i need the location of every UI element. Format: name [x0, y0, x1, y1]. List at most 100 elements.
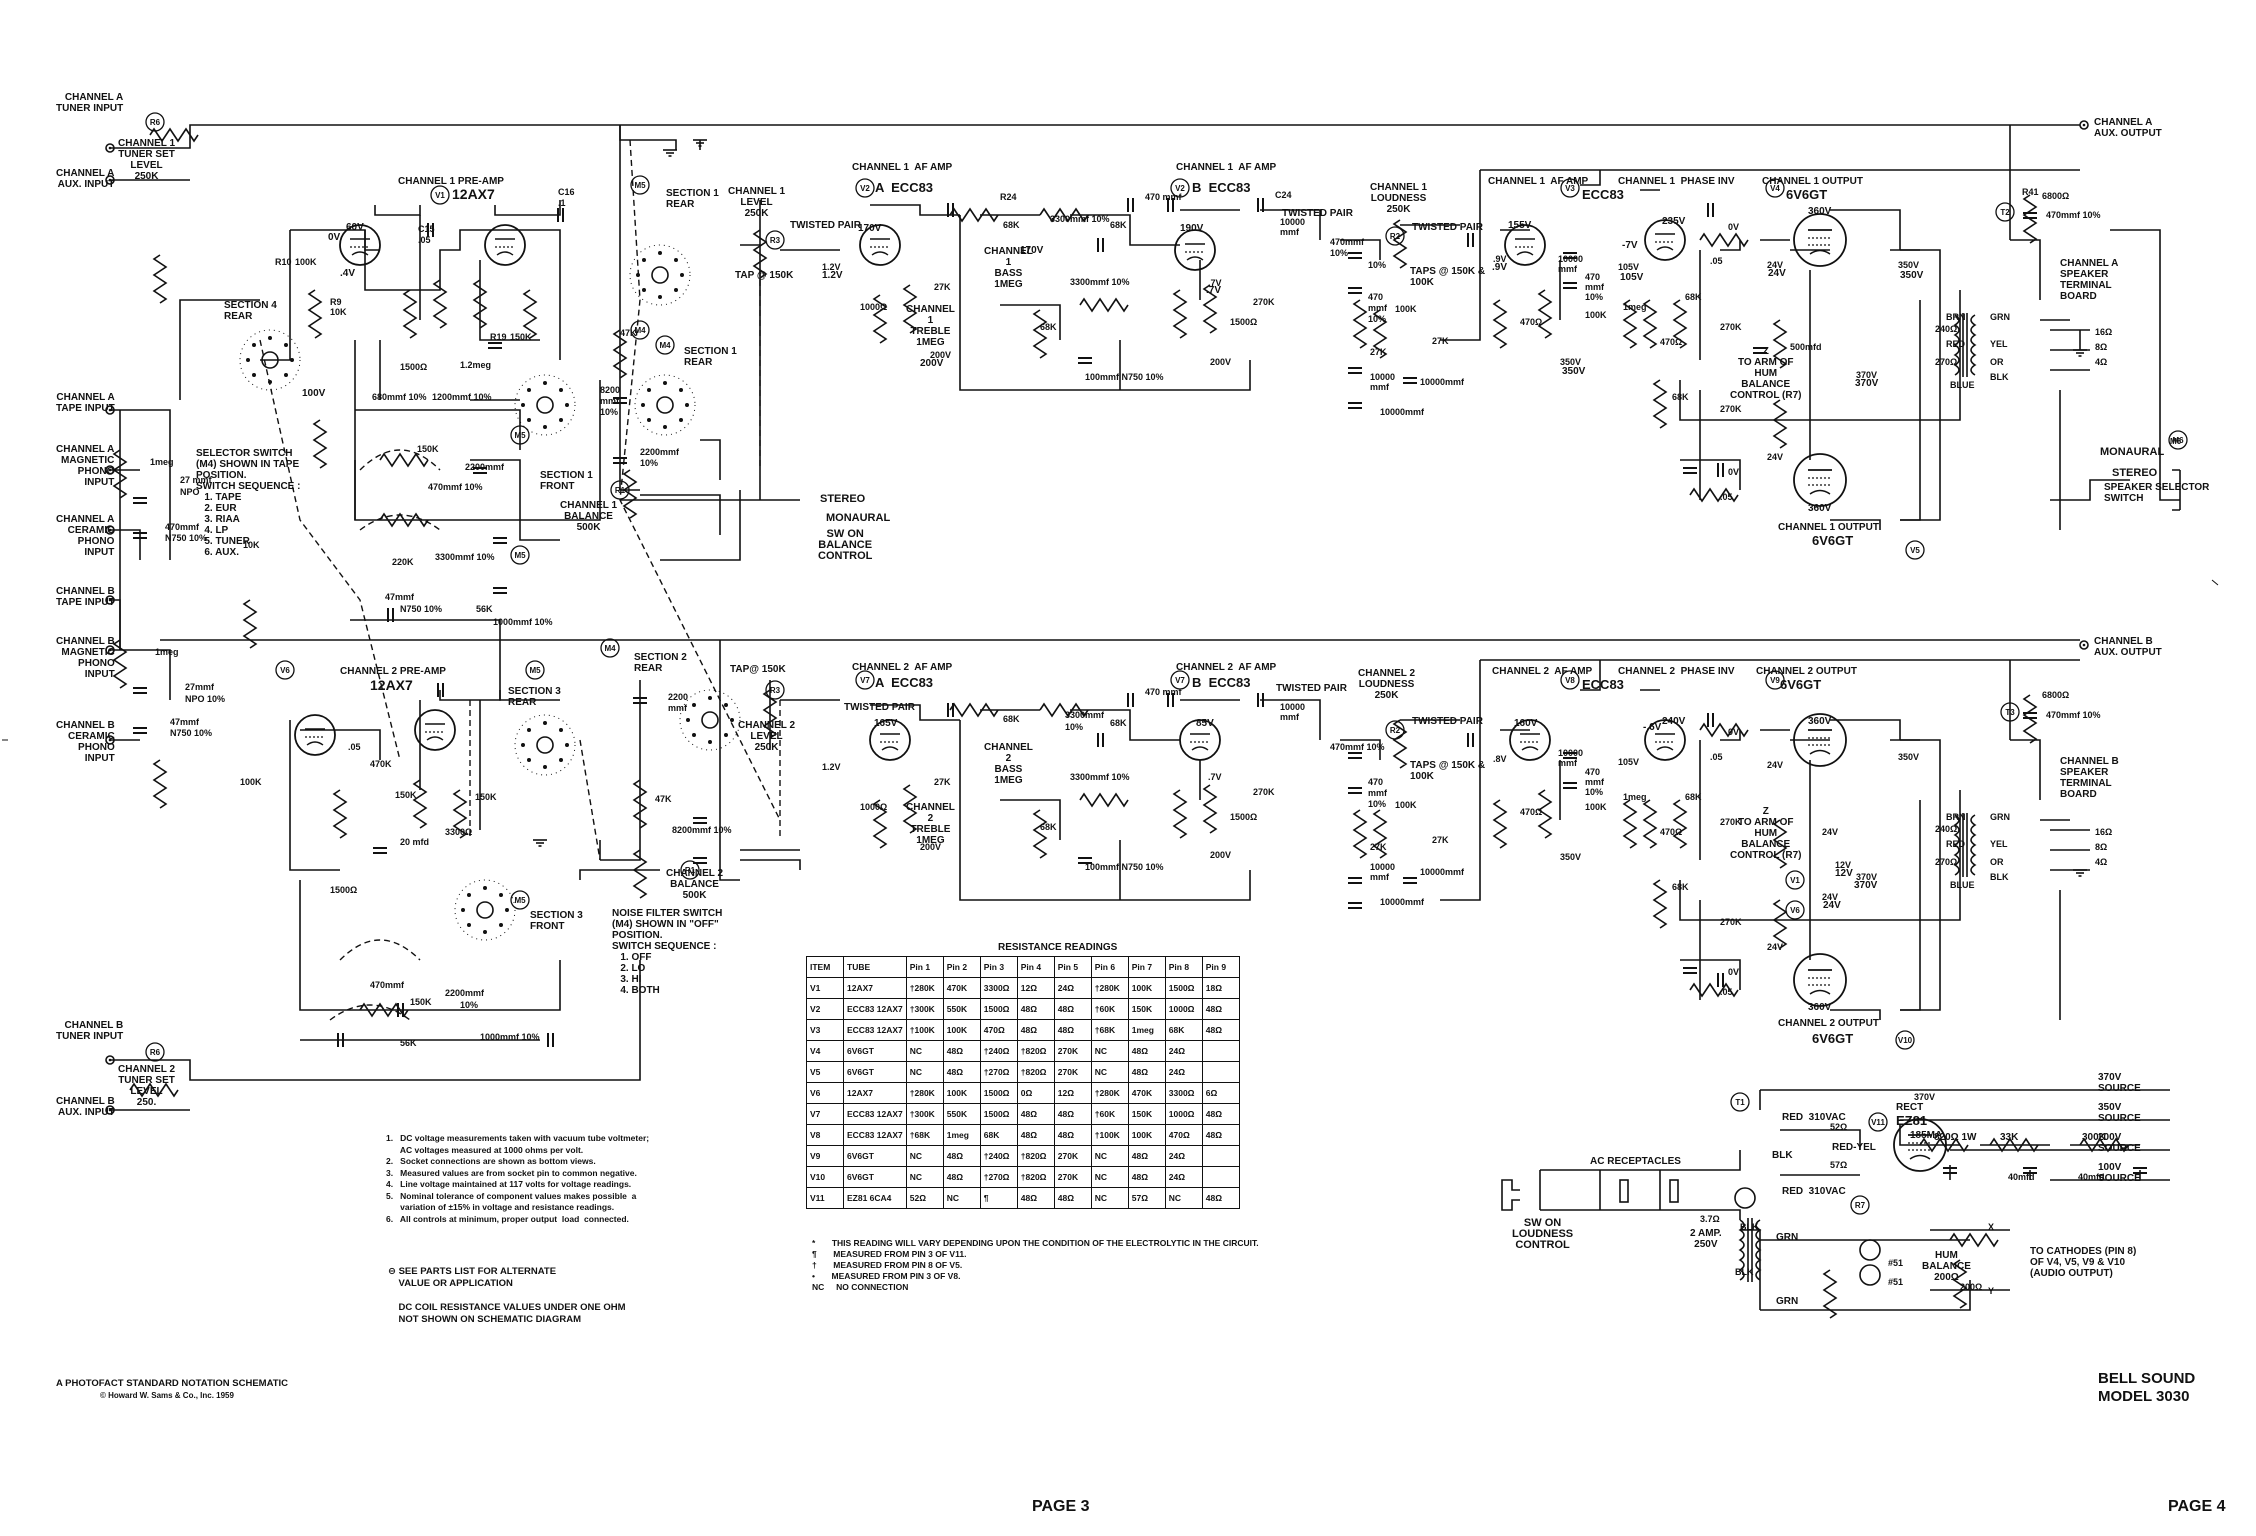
table-cell: 470Ω [979, 1019, 1018, 1041]
label-v5-type: 6V6GT [1812, 533, 1854, 548]
label-v2a-type: A ECC83 [875, 180, 934, 195]
svg-text:BLK: BLK [1735, 1267, 1754, 1277]
svg-text:mmf: mmf [1280, 712, 1300, 722]
voltage-reading: -7V [1622, 240, 1638, 251]
svg-text:24V: 24V [1767, 760, 1783, 770]
label-ch-b-mag-input: CHANNEL B MAGNETIC PHONO INPUT [56, 636, 115, 680]
voltage-reading: 190V [1180, 223, 1204, 234]
table-cell: 12Ω [1053, 1082, 1092, 1104]
svg-text:500mfd: 500mfd [1790, 342, 1822, 352]
ref-m4: M4 [634, 326, 646, 335]
svg-text:10%: 10% [1330, 248, 1348, 258]
svg-text:10000: 10000 [1370, 862, 1395, 872]
table-cell: †270Ω [979, 1166, 1018, 1188]
label-r74: 33K [2000, 1132, 2019, 1143]
svg-text:470mmf 10%: 470mmf 10% [428, 482, 483, 492]
label-monaural: MONAURAL [2100, 446, 2165, 458]
svg-text:470Ω: 470Ω [1660, 827, 1682, 837]
label-tap-ch1: TAP @ 150K [735, 270, 794, 281]
label-ch-b-tuner-input: CHANNEL B TUNER INPUT [56, 1020, 124, 1042]
resistance-header-2: Pin 1 [905, 956, 944, 978]
ref-v6b: V6 [1790, 906, 1800, 915]
svg-text:27K: 27K [1432, 336, 1449, 346]
svg-text:68K: 68K [1685, 292, 1702, 302]
svg-text:150K: 150K [510, 332, 532, 342]
table-cell: NC [1090, 1187, 1129, 1209]
svg-text:105V: 105V [1618, 757, 1639, 767]
svg-text:R10: R10 [275, 257, 292, 267]
table-cell: 1meg [1127, 1019, 1166, 1041]
ref-r7: R7 [1855, 1201, 1866, 1210]
voltage-reading: 24V [1768, 268, 1786, 279]
table-cell: 48Ω [1201, 1103, 1240, 1125]
ref-r6b: R6 [150, 1048, 161, 1057]
table-cell: 48Ω [1201, 1019, 1240, 1041]
svg-text:1.2V: 1.2V [822, 262, 841, 272]
table-cell: 6V6GT [843, 1040, 907, 1062]
table-cell: 24Ω [1164, 1145, 1203, 1167]
svg-text:RED: RED [1946, 839, 1966, 849]
ref-v2a: V2 [860, 184, 870, 193]
label-ch-b-aux-input: CHANNEL B AUX. INPUT [56, 1096, 115, 1118]
tube-v6b [414, 709, 456, 751]
label-ch1-level: CHANNEL 1 LEVEL 250K [728, 186, 786, 219]
svg-text:470mmf: 470mmf [165, 522, 200, 532]
table-cell: 3300Ω [979, 977, 1018, 999]
resistance-header-5: Pin 4 [1016, 956, 1055, 978]
resistance-header-7: Pin 6 [1090, 956, 1129, 978]
label-selector-switch: SELECTOR SWITCH (M4) SHOWN IN TAPE POSIT… [196, 448, 301, 558]
label-v2a-name: CHANNEL 1 AF AMP [852, 162, 953, 173]
table-cell: 48Ω [1127, 1040, 1166, 1062]
table-cell: ECC83 12AX7 [843, 998, 907, 1020]
table-cell: 48Ω [1201, 998, 1240, 1020]
svg-text:100K: 100K [240, 777, 262, 787]
label-v7b-name: CHANNEL 2 AF AMP [1176, 662, 1277, 673]
resistance-header-1: TUBE [843, 956, 907, 978]
svg-text:370V: 370V [1856, 370, 1877, 380]
svg-text:.05: .05 [1720, 987, 1733, 997]
table-cell: 48Ω [942, 1040, 981, 1062]
label-350v-source: 350V SOURCE [2098, 1102, 2141, 1124]
table-cell: †820Ω [1016, 1166, 1055, 1188]
label-v6-type: 12AX7 [370, 677, 413, 693]
ref-v9: V9 [1770, 676, 1780, 685]
svg-text:68K: 68K [1040, 322, 1057, 332]
table-cell: V7 [806, 1103, 844, 1125]
svg-text:OR: OR [1990, 357, 2004, 367]
table-cell: NC [905, 1166, 944, 1188]
svg-text:240Ω: 240Ω [1935, 824, 1957, 834]
svg-text:BLK: BLK [1740, 1222, 1759, 1232]
svg-text:6800Ω: 6800Ω [2042, 191, 2069, 201]
svg-text:BLK: BLK [1990, 872, 2009, 882]
table-cell: †270Ω [979, 1061, 1018, 1083]
ref-v6: V6 [280, 666, 290, 675]
table-cell: 6V6GT [843, 1061, 907, 1083]
resistance-header-6: Pin 5 [1053, 956, 1092, 978]
svg-text:10000: 10000 [1280, 217, 1305, 227]
svg-text:10K: 10K [330, 307, 347, 317]
table-cell [1201, 1166, 1240, 1188]
table-cell: 6Ω [1201, 1082, 1240, 1104]
svg-text:680mmf 10%: 680mmf 10% [372, 392, 427, 402]
voltage-reading: 240V [1662, 716, 1686, 727]
svg-text:1.2V: 1.2V [822, 762, 841, 772]
label-ch-a-speaker-board: CHANNEL A SPEAKER TERMINAL BOARD [2060, 258, 2119, 302]
svg-text:BLK: BLK [1990, 372, 2009, 382]
label-r75: 300K [2082, 1132, 2106, 1143]
voltage-reading: 0V [328, 232, 341, 243]
table-cell: NC [1090, 1061, 1129, 1083]
table-cell: V2 [806, 998, 844, 1020]
svg-text:R9: R9 [330, 297, 342, 307]
svg-text:56K: 56K [400, 1038, 417, 1048]
svg-text:470mmf 10%: 470mmf 10% [2046, 710, 2101, 720]
ref-m4c: M4 [604, 644, 616, 653]
label-fuse: 2 AMP. 250V [1690, 1228, 1722, 1250]
svg-text:.05: .05 [418, 235, 431, 245]
table-cell: 24Ω [1164, 1040, 1203, 1062]
ref-v8: V8 [1565, 676, 1575, 685]
table-cell: 48Ω [1201, 1187, 1240, 1209]
